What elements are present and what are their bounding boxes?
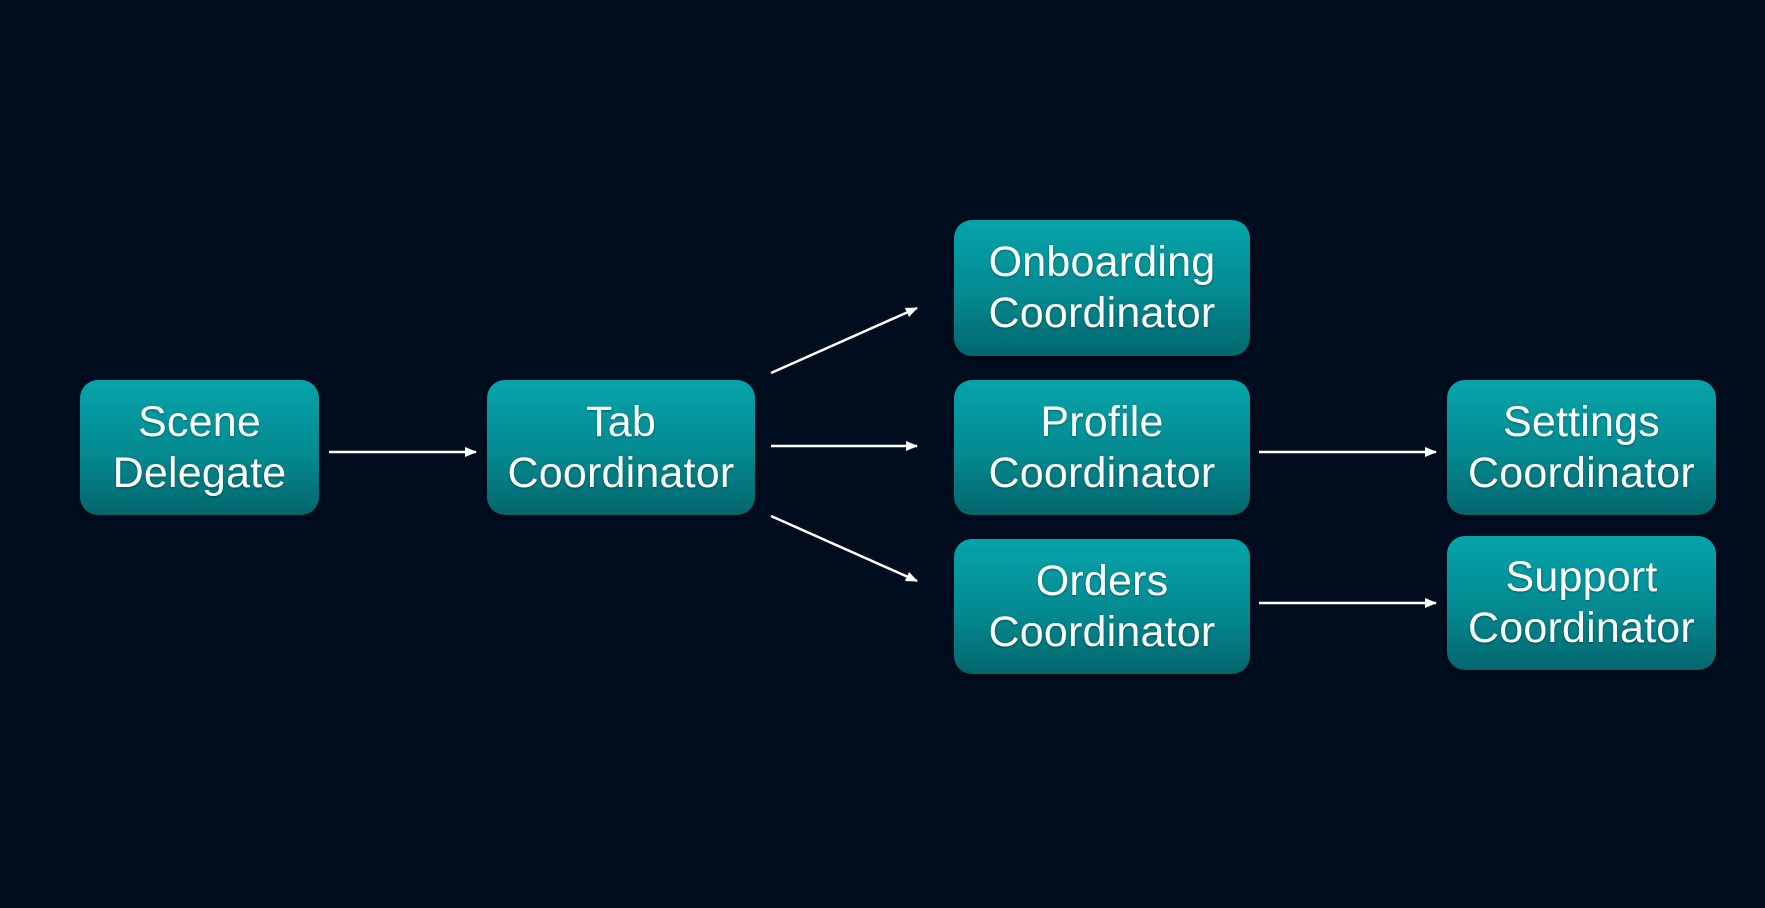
node-label-line2: Coordinator [988,448,1216,497]
node-settings-coordinator: Settings Coordinator [1447,380,1716,515]
node-label-line1: Support [1505,553,1658,601]
node-label-line2: Coordinator [988,289,1216,337]
node-label-line1: Orders [1035,556,1169,605]
node-label-line1: Profile [1040,397,1164,446]
node-profile-coordinator: Profile Coordinator [954,380,1250,515]
node-onboarding-coordinator: Onboarding Coordinator [954,220,1250,356]
node-label-line1: Scene [138,397,261,446]
node-orders-coordinator: Orders Coordinator [954,539,1250,674]
edge-tab-to-onboarding [770,306,918,375]
node-label-line1: Settings [1503,397,1660,446]
node-label-line2: Coordinator [1468,604,1695,652]
node-label-line2: Coordinator [988,607,1216,656]
node-label-line1: Tab [586,397,656,446]
edge-tab-to-orders [770,514,918,583]
node-scene-delegate: Scene Delegate [80,380,319,515]
node-label-line2: Coordinator [507,448,735,497]
node-label-line2: Delegate [112,448,287,497]
node-label-line1: Onboarding [988,238,1216,286]
node-tab-coordinator: Tab Coordinator [487,380,755,515]
node-support-coordinator: Support Coordinator [1447,536,1716,670]
node-label-line2: Coordinator [1468,448,1695,497]
